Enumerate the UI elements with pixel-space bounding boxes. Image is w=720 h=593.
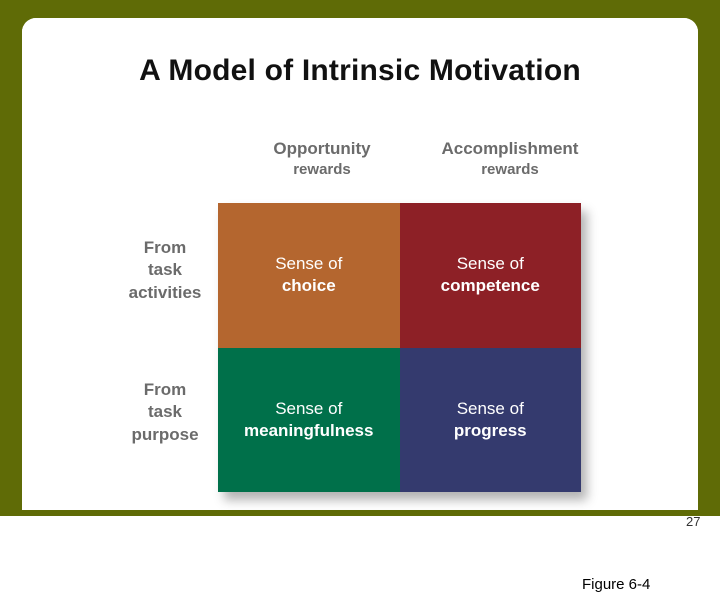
column-header-opportunity-line1: Opportunity: [273, 139, 371, 158]
matrix-cell-competence-line1: Sense of: [456, 254, 524, 274]
matrix-cell-sense-of-choice: Sense of choice: [218, 203, 400, 348]
matrix-cell-progress-line2: progress: [453, 420, 527, 440]
row-header-task-purpose: From task purpose: [90, 379, 240, 446]
matrix-cell-meaningfulness-line1: Sense of: [275, 398, 343, 418]
matrix-cell-sense-of-meaningfulness: Sense of meaningfulness: [218, 347, 400, 492]
row-header-task-purpose-line1: From: [143, 380, 187, 399]
matrix-cell-competence-line2: competence: [440, 276, 540, 296]
row-header-task-purpose-line2: task: [147, 402, 183, 422]
matrix-cell-progress-line1: Sense of: [456, 398, 524, 418]
page-title: A Model of Intrinsic Motivation: [139, 54, 581, 87]
matrix-cell-choice-line1: Sense of: [275, 254, 343, 274]
row-header-task-activities-line3: activities: [128, 282, 202, 302]
figure-caption: Figure 6-4: [582, 576, 651, 593]
matrix-cell-meaningfulness-line2: meaningfulness: [244, 420, 374, 440]
slide-number: 27: [686, 514, 701, 529]
column-header-opportunity-line2: rewards: [293, 160, 351, 178]
row-header-task-activities: From task activities: [90, 237, 240, 304]
column-header-accomplishment-line2: rewards: [481, 160, 539, 178]
slide-title-band: A Model of Intrinsic Motivation: [22, 18, 698, 116]
row-header-task-purpose-line3: purpose: [131, 424, 199, 444]
figure-area: Opportunity rewards Accomplishment rewar…: [22, 116, 698, 593]
column-header-accomplishment: Accomplishment rewards: [410, 138, 610, 179]
column-header-opportunity: Opportunity rewards: [222, 138, 422, 179]
motivation-matrix: Sense of choice Sense of competence Sens…: [218, 203, 581, 492]
matrix-cell-sense-of-competence: Sense of competence: [399, 203, 581, 348]
matrix-cell-sense-of-progress: Sense of progress: [399, 347, 581, 492]
row-header-task-activities-line2: task: [147, 260, 183, 280]
column-header-accomplishment-line1: Accomplishment: [441, 139, 579, 158]
row-header-task-activities-line1: From: [143, 238, 187, 257]
matrix-cell-choice-line2: choice: [281, 276, 336, 296]
